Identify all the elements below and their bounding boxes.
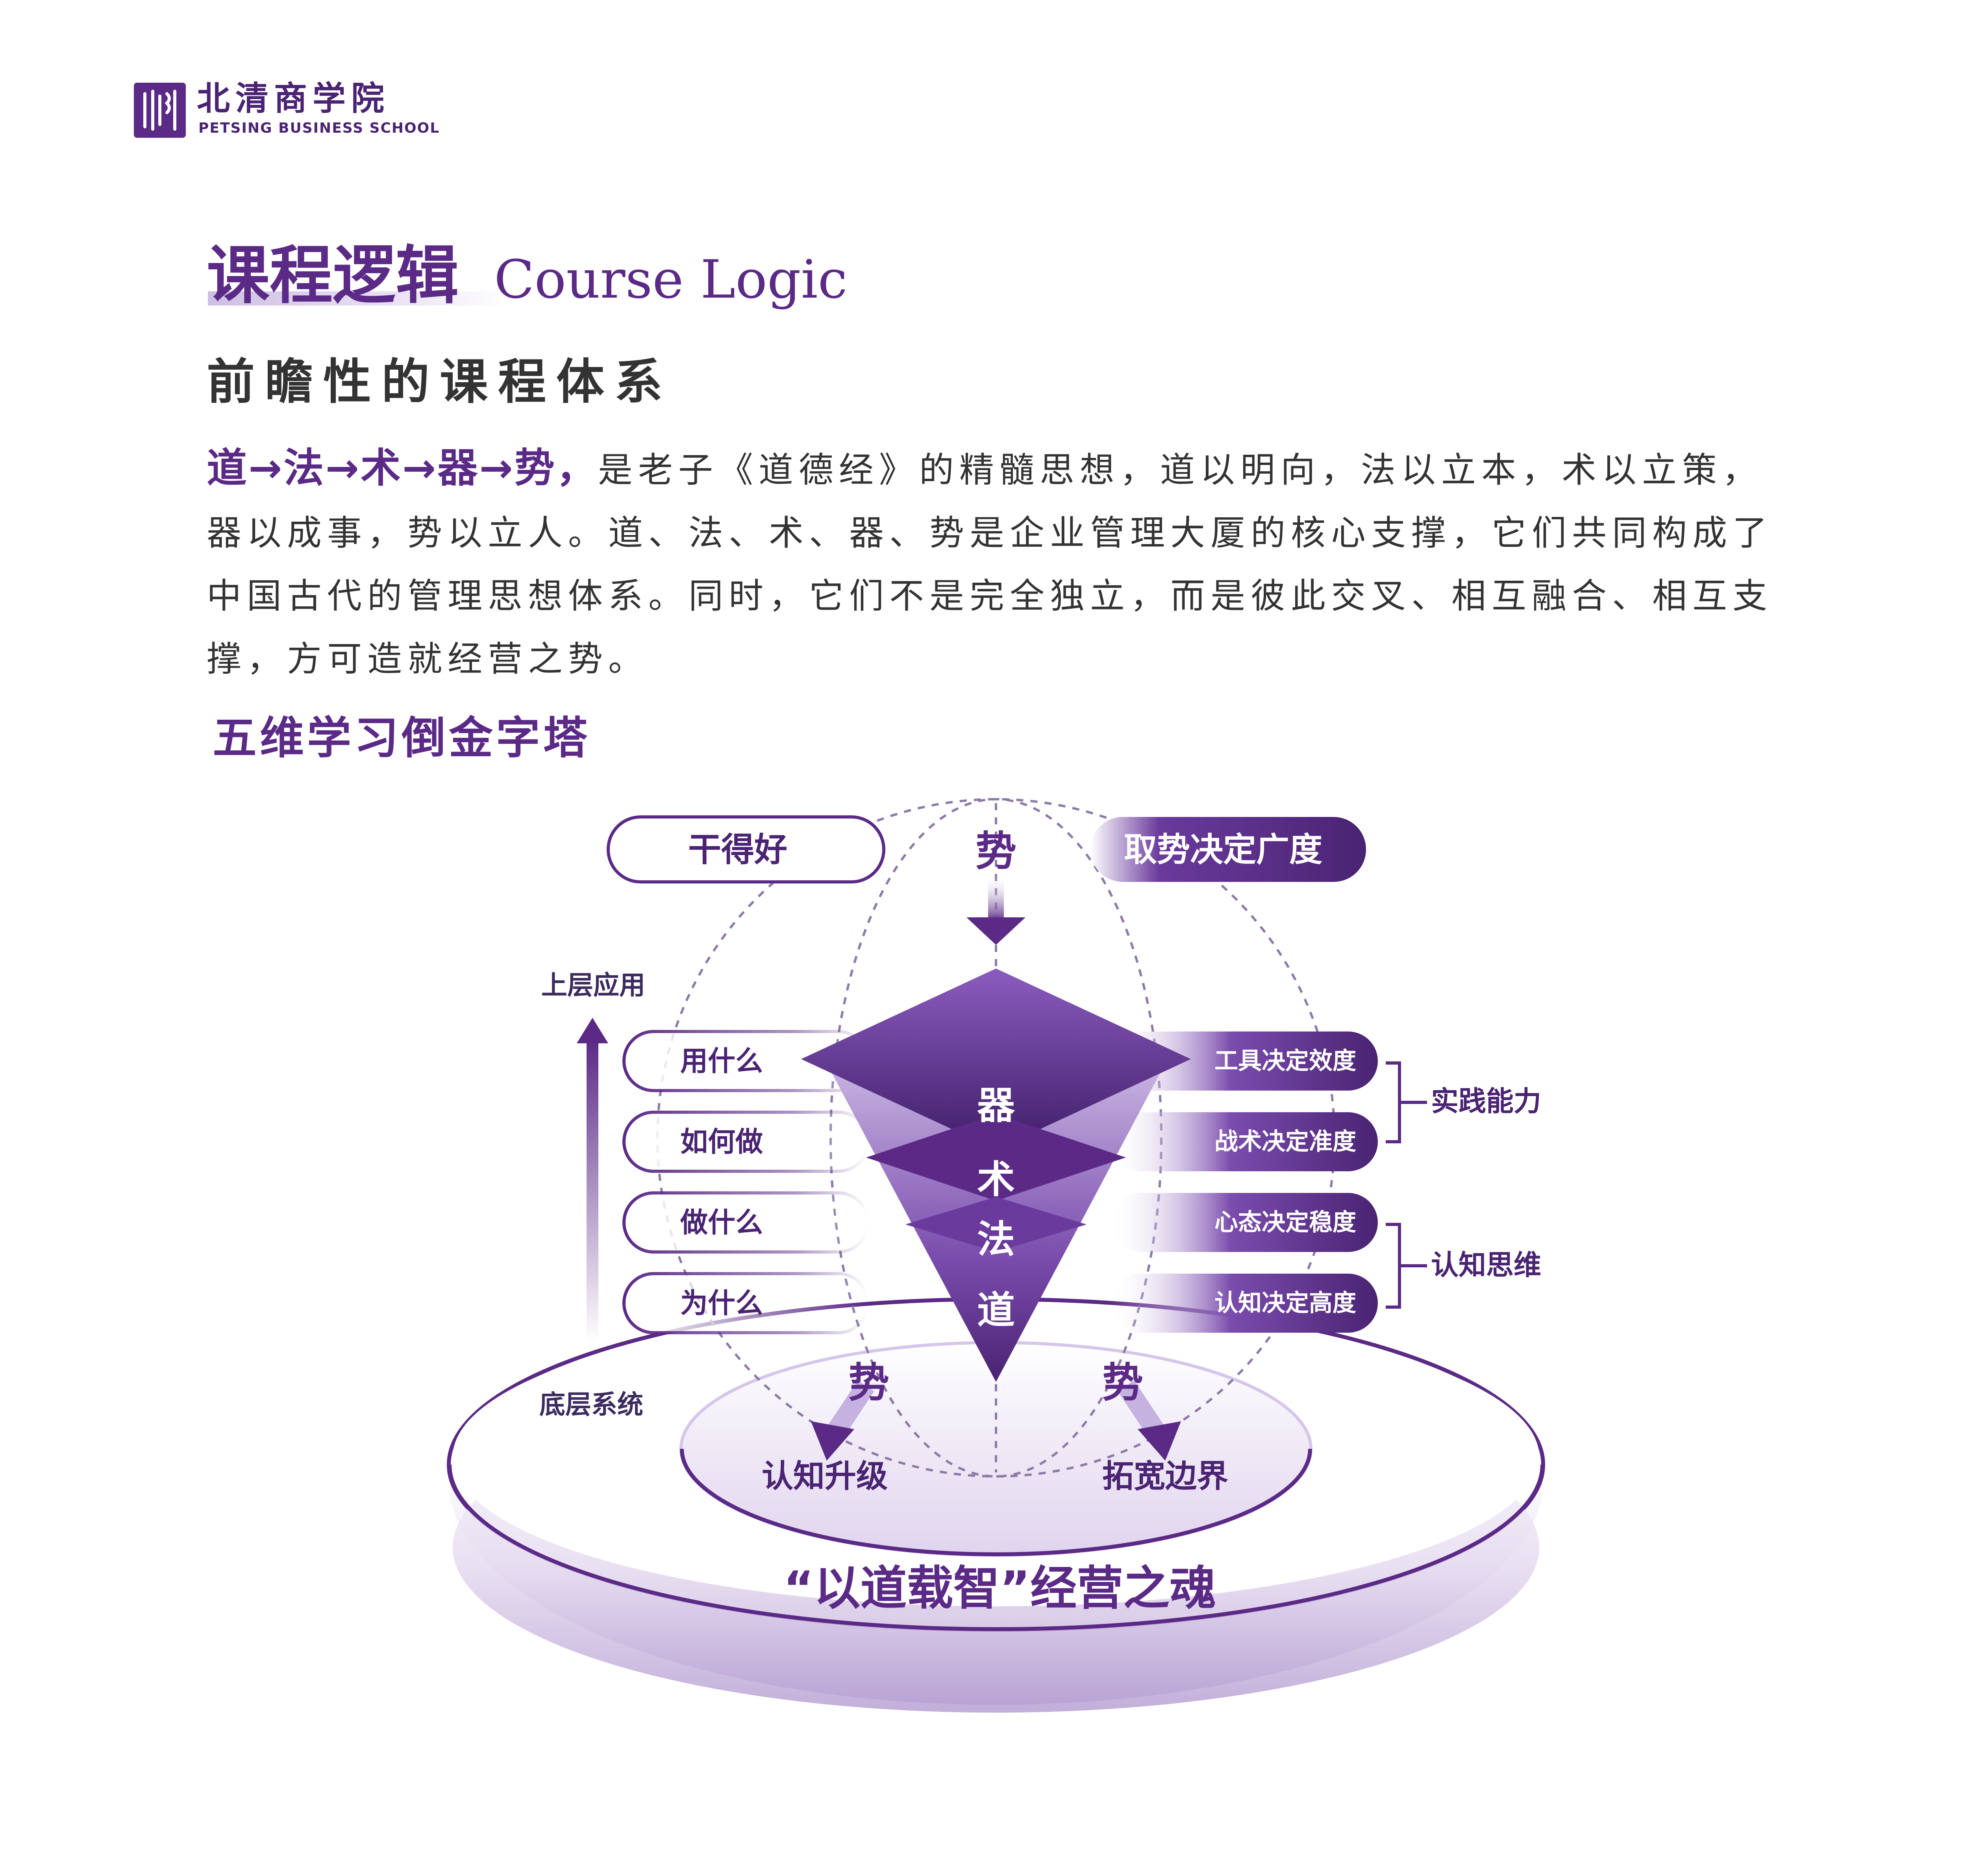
right-row-2: 战术决定准度 (1214, 1128, 1356, 1156)
soul-label: “以道载智”经营之魂 (783, 1561, 1216, 1615)
logo-emblem (134, 83, 186, 138)
left-row-4: 为什么 (680, 1287, 763, 1319)
logo-glyph-icon (143, 90, 176, 131)
intro-paragraph: 道→法→术→器→势，是老子《道德经》的精髓思想，道以明向，法以立本，术以立策，器… (207, 437, 1789, 691)
intro-body: 是老子《道德经》的精髓思想，道以明向，法以立本，术以立策，器以成事，势以立人。道… (207, 450, 1773, 679)
bottom-left-shi-label: 势 (848, 1359, 890, 1407)
left-row-1: 用什么 (680, 1045, 763, 1077)
base-right-label: 拓宽边界 (1102, 1458, 1228, 1495)
right-row-4: 认知决定高度 (1214, 1289, 1356, 1317)
axis-arrow-icon (577, 1018, 608, 1343)
section-subtitle: 前瞻性的课程体系 (207, 354, 673, 410)
layer-fa-label: 法 (977, 1217, 1015, 1261)
top-left-pill-label: 干得好 (688, 830, 788, 869)
inverted-pyramid (801, 969, 1191, 1382)
bottom-right-arrow-icon (1118, 1380, 1181, 1461)
left-row-pills (622, 1030, 870, 1334)
logo-name-en: PETSING BUSINESS SCHOOL (198, 120, 440, 136)
logo-name-cn: 北清商学院 (197, 79, 390, 118)
right-row-3: 心态决定稳度 (1214, 1209, 1356, 1236)
top-pills (607, 815, 1366, 883)
intro-lead: 道→法→术→器→势， (207, 445, 598, 492)
section-title-cn: 课程逻辑 (207, 239, 459, 312)
top-shi-label: 势 (976, 827, 1017, 875)
diagram-title: 五维学习倒金字塔 (213, 713, 590, 764)
layer-shu-label: 术 (977, 1157, 1015, 1202)
group-brackets (1386, 1061, 1427, 1309)
layer-dao-label: 道 (977, 1288, 1015, 1332)
layer-qi-label: 器 (977, 1083, 1015, 1128)
base-left-label: 认知升级 (762, 1458, 888, 1495)
right-row-pills (1110, 1032, 1378, 1333)
section-title-en: Course Logic (494, 249, 848, 310)
top-right-pill-label: 取势决定广度 (1124, 830, 1323, 869)
axis-bottom-label: 底层系统 (539, 1389, 643, 1420)
group-practice-label: 实践能力 (1431, 1085, 1541, 1117)
axis-top-label: 上层应用 (541, 970, 645, 1000)
title-underline (208, 291, 507, 306)
right-row-1: 工具决定效度 (1214, 1047, 1356, 1075)
group-cognition-label: 认知思维 (1431, 1249, 1541, 1281)
bottom-left-arrow-icon (811, 1380, 874, 1461)
left-row-3: 做什么 (680, 1206, 763, 1239)
top-arrow-icon (966, 874, 1026, 945)
inner-base-disc (679, 1341, 1312, 1557)
left-row-2: 如何做 (680, 1126, 763, 1158)
bottom-right-shi-label: 势 (1102, 1359, 1144, 1407)
